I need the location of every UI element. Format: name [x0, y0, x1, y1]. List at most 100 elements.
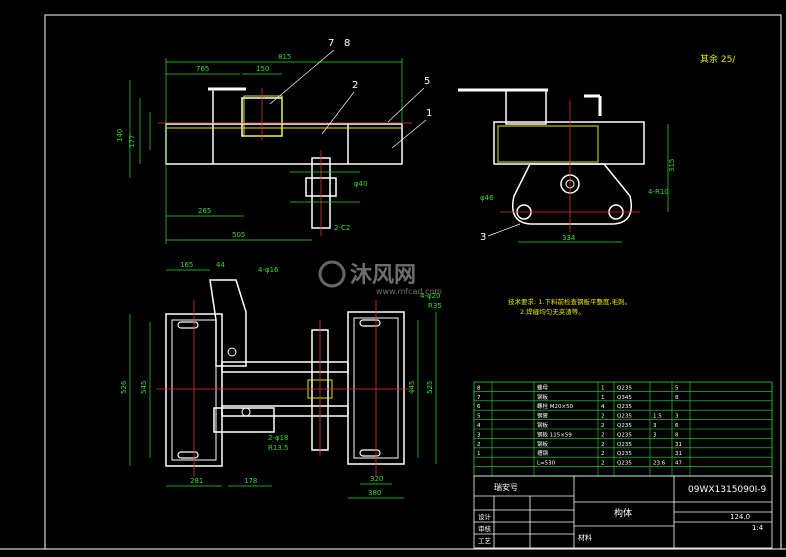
bom-cell: Q235 [617, 442, 632, 448]
bom-cell: 2 [601, 432, 605, 438]
bom-cell: 4 [601, 404, 605, 410]
dim-44: 44 [216, 261, 225, 269]
weight-value: 124.0 [730, 513, 750, 521]
bom-cell: Q235 [617, 414, 632, 420]
bom-cell: 3 [675, 414, 679, 420]
top-view-plate [243, 95, 283, 137]
bom-cell: Q235 [617, 385, 632, 391]
bom-cell: 6 [477, 404, 481, 410]
part-name: 构体 [614, 507, 632, 519]
bom-cell: 23.6 [653, 461, 666, 467]
dim-165: 165 [180, 261, 193, 269]
dim-phi40: φ40 [354, 180, 368, 188]
designer-row-3: 工艺 [478, 537, 492, 545]
tech-note-1: 技术要求: 1.下料前检查钢板平整度,毛刺。 [508, 297, 631, 306]
bom-cell: 1.5 [653, 414, 662, 420]
bom-cell: 钢板 [537, 421, 549, 429]
dim-315: 315 [668, 159, 676, 172]
bom-cell: 31 [675, 451, 682, 457]
leader-line-3 [487, 223, 521, 237]
side-bracket [512, 163, 632, 225]
watermark-logo-icon [318, 260, 346, 288]
dim-526: 526 [120, 380, 128, 394]
dim-2phi18: 2-φ18 [268, 434, 289, 442]
bom-cell: 8 [675, 432, 679, 438]
dim-phi46: φ46 [480, 194, 494, 202]
slot-1 [177, 321, 199, 329]
bom-cell: Q345 [617, 395, 632, 401]
bom-cell: 3 [653, 423, 657, 429]
dim-380: 380 [368, 489, 381, 497]
tech-note-2: 2.焊缝均匀无夹渣等。 [520, 307, 585, 316]
title-block-label: 瑞安号 [494, 482, 518, 492]
side-inner [497, 125, 599, 163]
leader-line-2 [321, 91, 355, 135]
bom-cell: 1 [601, 395, 605, 401]
bom-cell: Q235 [617, 451, 632, 457]
bom-cell: 47 [675, 461, 682, 467]
bom-cell: 5 [675, 385, 679, 391]
dim-281: 281 [190, 477, 203, 485]
dim-505: 505 [232, 231, 245, 239]
bom-cell: 6 [675, 423, 679, 429]
dim-265: 265 [198, 207, 211, 215]
dim-150: 150 [256, 65, 269, 73]
plan-hole-lower [241, 407, 251, 417]
drawing-number: 09WX1315090I-9 [688, 485, 767, 495]
title-block [473, 475, 773, 549]
bom-cell: 3 [477, 432, 481, 438]
dim-765: 765 [196, 65, 209, 73]
leader-7: 7 [328, 38, 334, 49]
bom-cell: 2 [601, 451, 605, 457]
bom-cell: L=530 [537, 461, 556, 467]
dim-r35: R35 [428, 302, 442, 310]
bom-cell: 31 [675, 442, 682, 448]
bom-cell: 钢板 [537, 393, 549, 401]
watermark-url: www.mfcad.com [376, 287, 442, 296]
bom-cell: 2 [601, 423, 605, 429]
side-view: 334 315 φ46 4-R10 3 [458, 88, 676, 243]
leader-8: 8 [344, 38, 350, 49]
leader-5: 5 [424, 76, 430, 87]
plan-beam-lower [221, 405, 349, 417]
slot-3 [359, 319, 381, 327]
bom-cell: 1 [477, 451, 481, 457]
dim-4phi16: 4-φ16 [258, 266, 279, 274]
slot-4 [359, 449, 381, 457]
bom-cell: 8 [477, 385, 481, 391]
dim-334: 334 [562, 234, 576, 242]
designer-row-1: 设计 [478, 512, 492, 521]
watermark: 沐风网 www.mfcad.com [318, 260, 442, 296]
bom-cell: 2 [601, 461, 605, 467]
top-view: 815 765 150 265 505 140 177 φ40 2-C2 7 8… [116, 38, 432, 244]
bom-cell: 钢管 [537, 412, 549, 420]
bom-cell: 螺母 [537, 383, 549, 391]
dim-178: 178 [244, 477, 257, 485]
bom-cell: 槽钢 [537, 449, 549, 457]
bom-cell: 2 [477, 442, 481, 448]
side-upper-block [505, 89, 547, 125]
leader-2: 2 [352, 80, 358, 91]
bom-cell: 螺栓 M20×50 [537, 402, 574, 410]
scale-value: 1:4 [752, 524, 764, 532]
leader-3: 3 [480, 232, 486, 243]
bom-cell: 钢板 115×59 [537, 430, 572, 438]
leader-line-5 [387, 87, 425, 123]
bom-cell: 4 [477, 423, 481, 429]
dim-815: 815 [278, 53, 291, 61]
side-body [493, 121, 645, 165]
leader-line-1 [391, 119, 427, 149]
leader-line-78 [269, 49, 335, 105]
dim-4phi20: 4-φ20 [420, 292, 441, 300]
dim-525: 525 [426, 381, 434, 394]
dim-4r10: 4-R10 [648, 188, 669, 196]
top-view-body [165, 123, 403, 165]
dim-545: 545 [140, 381, 148, 394]
bom-cell: 5 [477, 414, 481, 420]
plan-bracket-lower [213, 407, 275, 433]
roughness-note: 其余 25/ [700, 53, 736, 65]
plan-bracket-upper [209, 279, 247, 367]
plan-hole-upper [227, 347, 237, 357]
